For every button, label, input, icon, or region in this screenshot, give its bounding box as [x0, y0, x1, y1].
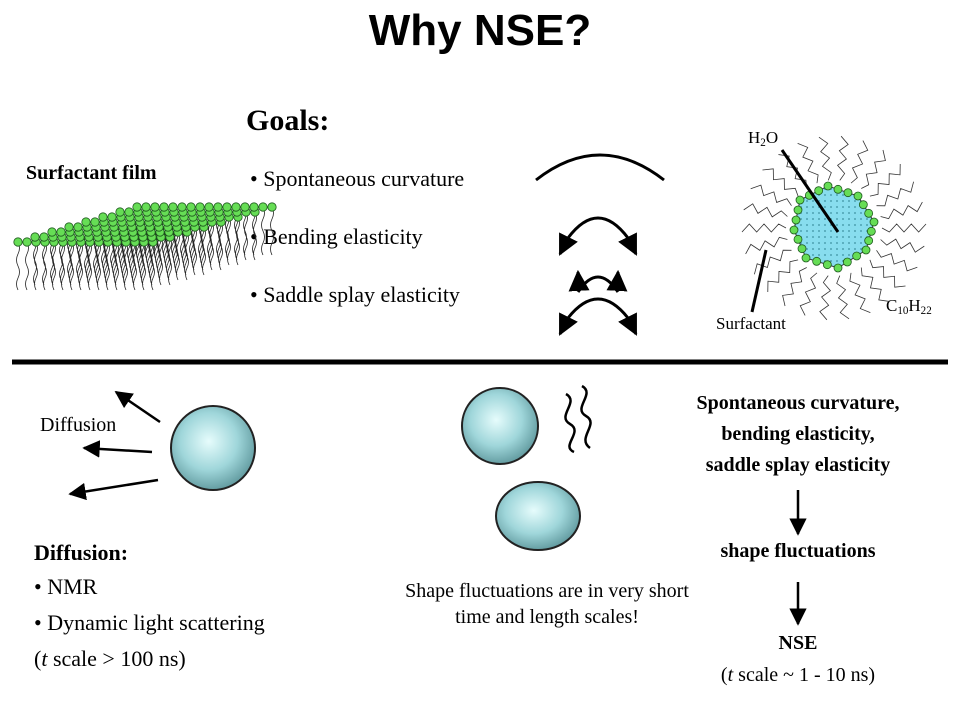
surfactant-label: Surfactant [716, 314, 786, 333]
h2o-pointer [780, 149, 840, 233]
nse-time-scale: (t scale ~ 1 - 10 ns) [720, 664, 876, 686]
diffusion-arrows [68, 390, 161, 501]
decane-label: C10H22 [886, 296, 932, 317]
diffusion-arrow-label: Diffusion [40, 414, 117, 436]
h2o-label: H2O [748, 128, 779, 149]
goal-item: • Spontaneous curvature [250, 166, 465, 191]
diffusion-item: • Dynamic light scattering [34, 610, 265, 635]
diffusion-item: • NMR [34, 574, 98, 599]
saddle-upper-arc [576, 275, 620, 293]
diffusion-time-scale: (t scale > 100 ns) [34, 646, 186, 671]
goal-item: • Bending elasticity [250, 224, 423, 249]
diffusion-heading: Diffusion: [34, 540, 129, 565]
surfactant-pointer [750, 249, 768, 313]
page-title: Why NSE? [368, 6, 592, 55]
nse-label: NSE [778, 632, 818, 654]
shape-fluctuation-note: Shape fluctuations are in very short tim… [405, 580, 689, 628]
shape-fluctuations-label: shape fluctuations [720, 540, 876, 562]
goals-heading: Goals: [246, 104, 330, 137]
bending-arc [566, 216, 630, 239]
deformed-droplet [495, 481, 581, 551]
curvature-diagrams [535, 153, 665, 336]
spherical-droplet [461, 387, 539, 465]
goal-item: • Saddle splay elasticity [250, 282, 460, 307]
elastic-properties-label: Spontaneous curvature,bending elasticity… [696, 392, 900, 476]
fluctuation-squiggles [564, 384, 592, 454]
surfactant-film-label: Surfactant film [26, 162, 157, 184]
saddle-lower-arc [566, 297, 630, 319]
surfactant-film-diagram [13, 202, 277, 291]
spontaneous-curvature-arc [535, 153, 665, 182]
diffusing-sphere [170, 405, 256, 491]
